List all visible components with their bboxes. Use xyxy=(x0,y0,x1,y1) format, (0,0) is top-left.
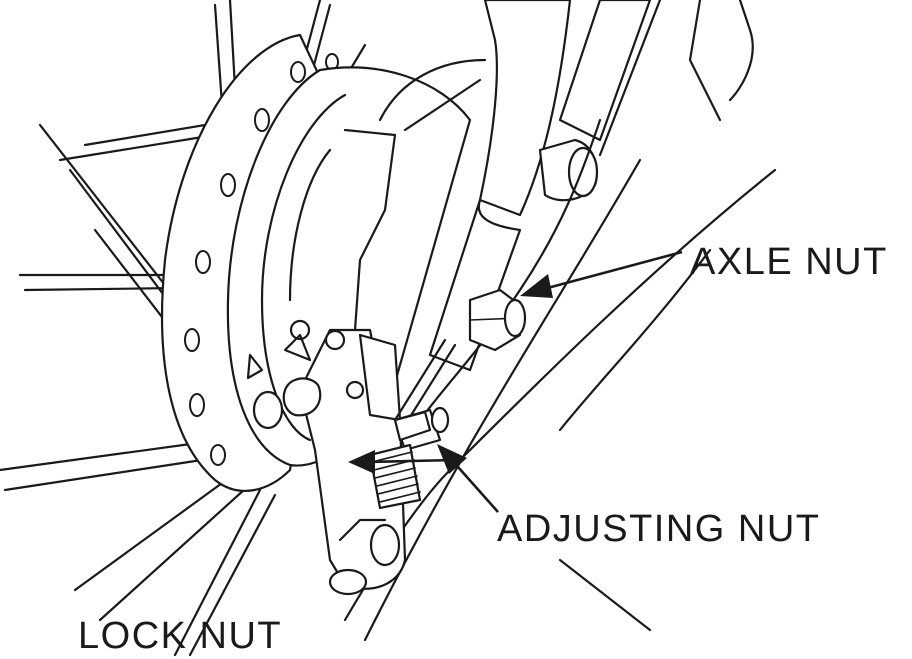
leader-arrows xyxy=(348,250,683,513)
axle-nut-shape xyxy=(468,288,527,352)
brake-panel xyxy=(226,66,472,467)
fork-leg xyxy=(378,0,754,372)
brake-arm xyxy=(282,328,407,596)
rod-thread xyxy=(371,451,421,503)
adjusting-nut-label: ADJUSTING NUT xyxy=(497,508,821,550)
lock-nut-label: LOCK NUT xyxy=(78,615,283,657)
fork-cap-nut xyxy=(538,138,599,202)
axle-nut-label: AXLE NUT xyxy=(690,241,888,283)
